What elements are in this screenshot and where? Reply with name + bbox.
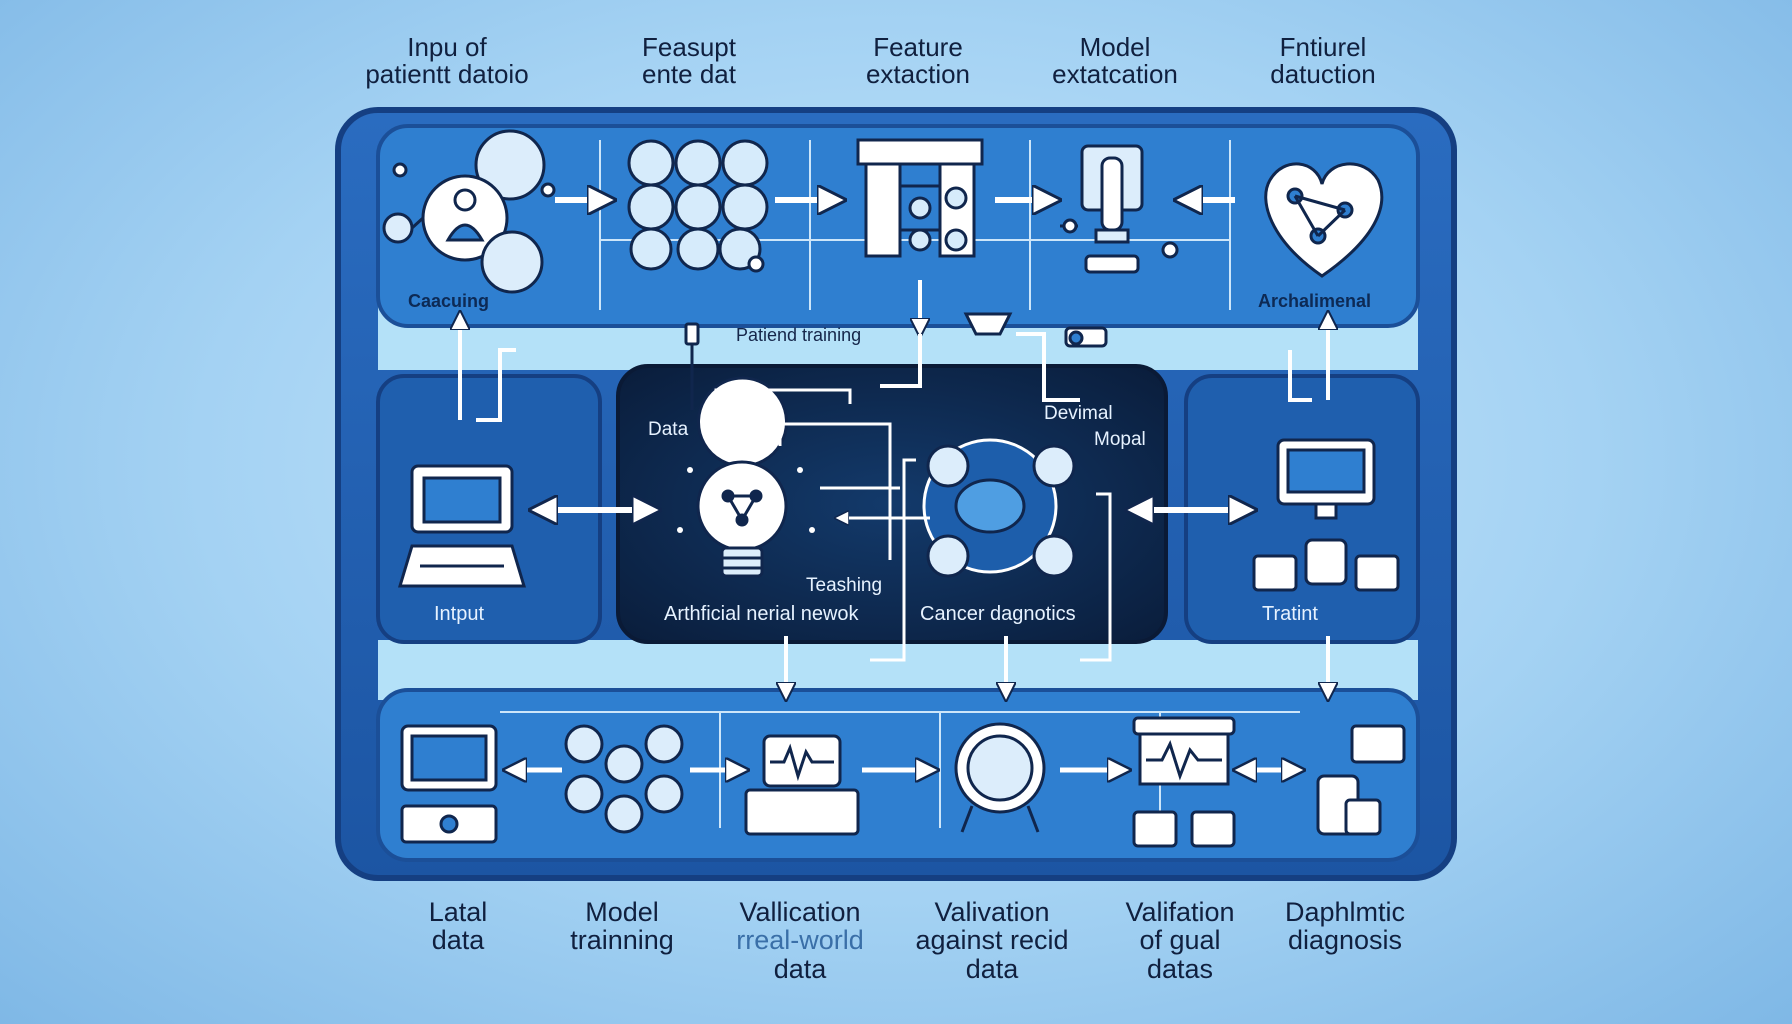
- lightbulb-icon: [696, 376, 788, 578]
- magnifier-icon: [954, 722, 1046, 833]
- funnel-icon: [963, 312, 1013, 336]
- label-intput: Intput: [434, 603, 485, 625]
- microscope-icon: [1064, 326, 1108, 348]
- center-connectors: [714, 388, 1112, 662]
- waveform-machine-icon: [1132, 716, 1236, 848]
- hexagon-network-icon: [564, 724, 684, 834]
- label-devimal: Devimal: [1044, 403, 1113, 424]
- label-archalimenal: Archalimenal: [1258, 291, 1372, 311]
- lab-device-icon: [1316, 724, 1406, 836]
- label-tratint: Tratint: [1262, 603, 1318, 625]
- vertical-connectors: [460, 280, 1328, 422]
- workstation-icon: [1252, 438, 1400, 592]
- model-icon: [1060, 144, 1179, 274]
- brain-network-icon: [922, 438, 1076, 578]
- label-patiend-training: Patiend training: [736, 325, 862, 345]
- label-ann: Arthficial nerial newok: [664, 603, 859, 625]
- down-arrows: [786, 636, 1328, 694]
- laptop-icon: [397, 464, 527, 588]
- label-data: Data: [648, 419, 689, 440]
- heart-network-icon: [1264, 162, 1384, 278]
- patient-input-icon: [382, 129, 556, 294]
- feature-extraction-icon: [856, 138, 984, 258]
- tube-icon: [684, 322, 700, 410]
- label-cancer-diagnostics: Cancer dagnotics: [920, 603, 1076, 625]
- monitor-input-icon: [400, 724, 498, 844]
- sparkle-icons: [677, 437, 815, 533]
- label-mopal: Mopal: [1094, 429, 1146, 450]
- monitor-wave-icon: [744, 734, 860, 836]
- label-teashing: Teashing: [806, 575, 883, 596]
- bottom-panel: [376, 688, 1420, 862]
- feature-cells-icon: [627, 139, 769, 273]
- label-caacuing: Caacuing: [408, 291, 490, 311]
